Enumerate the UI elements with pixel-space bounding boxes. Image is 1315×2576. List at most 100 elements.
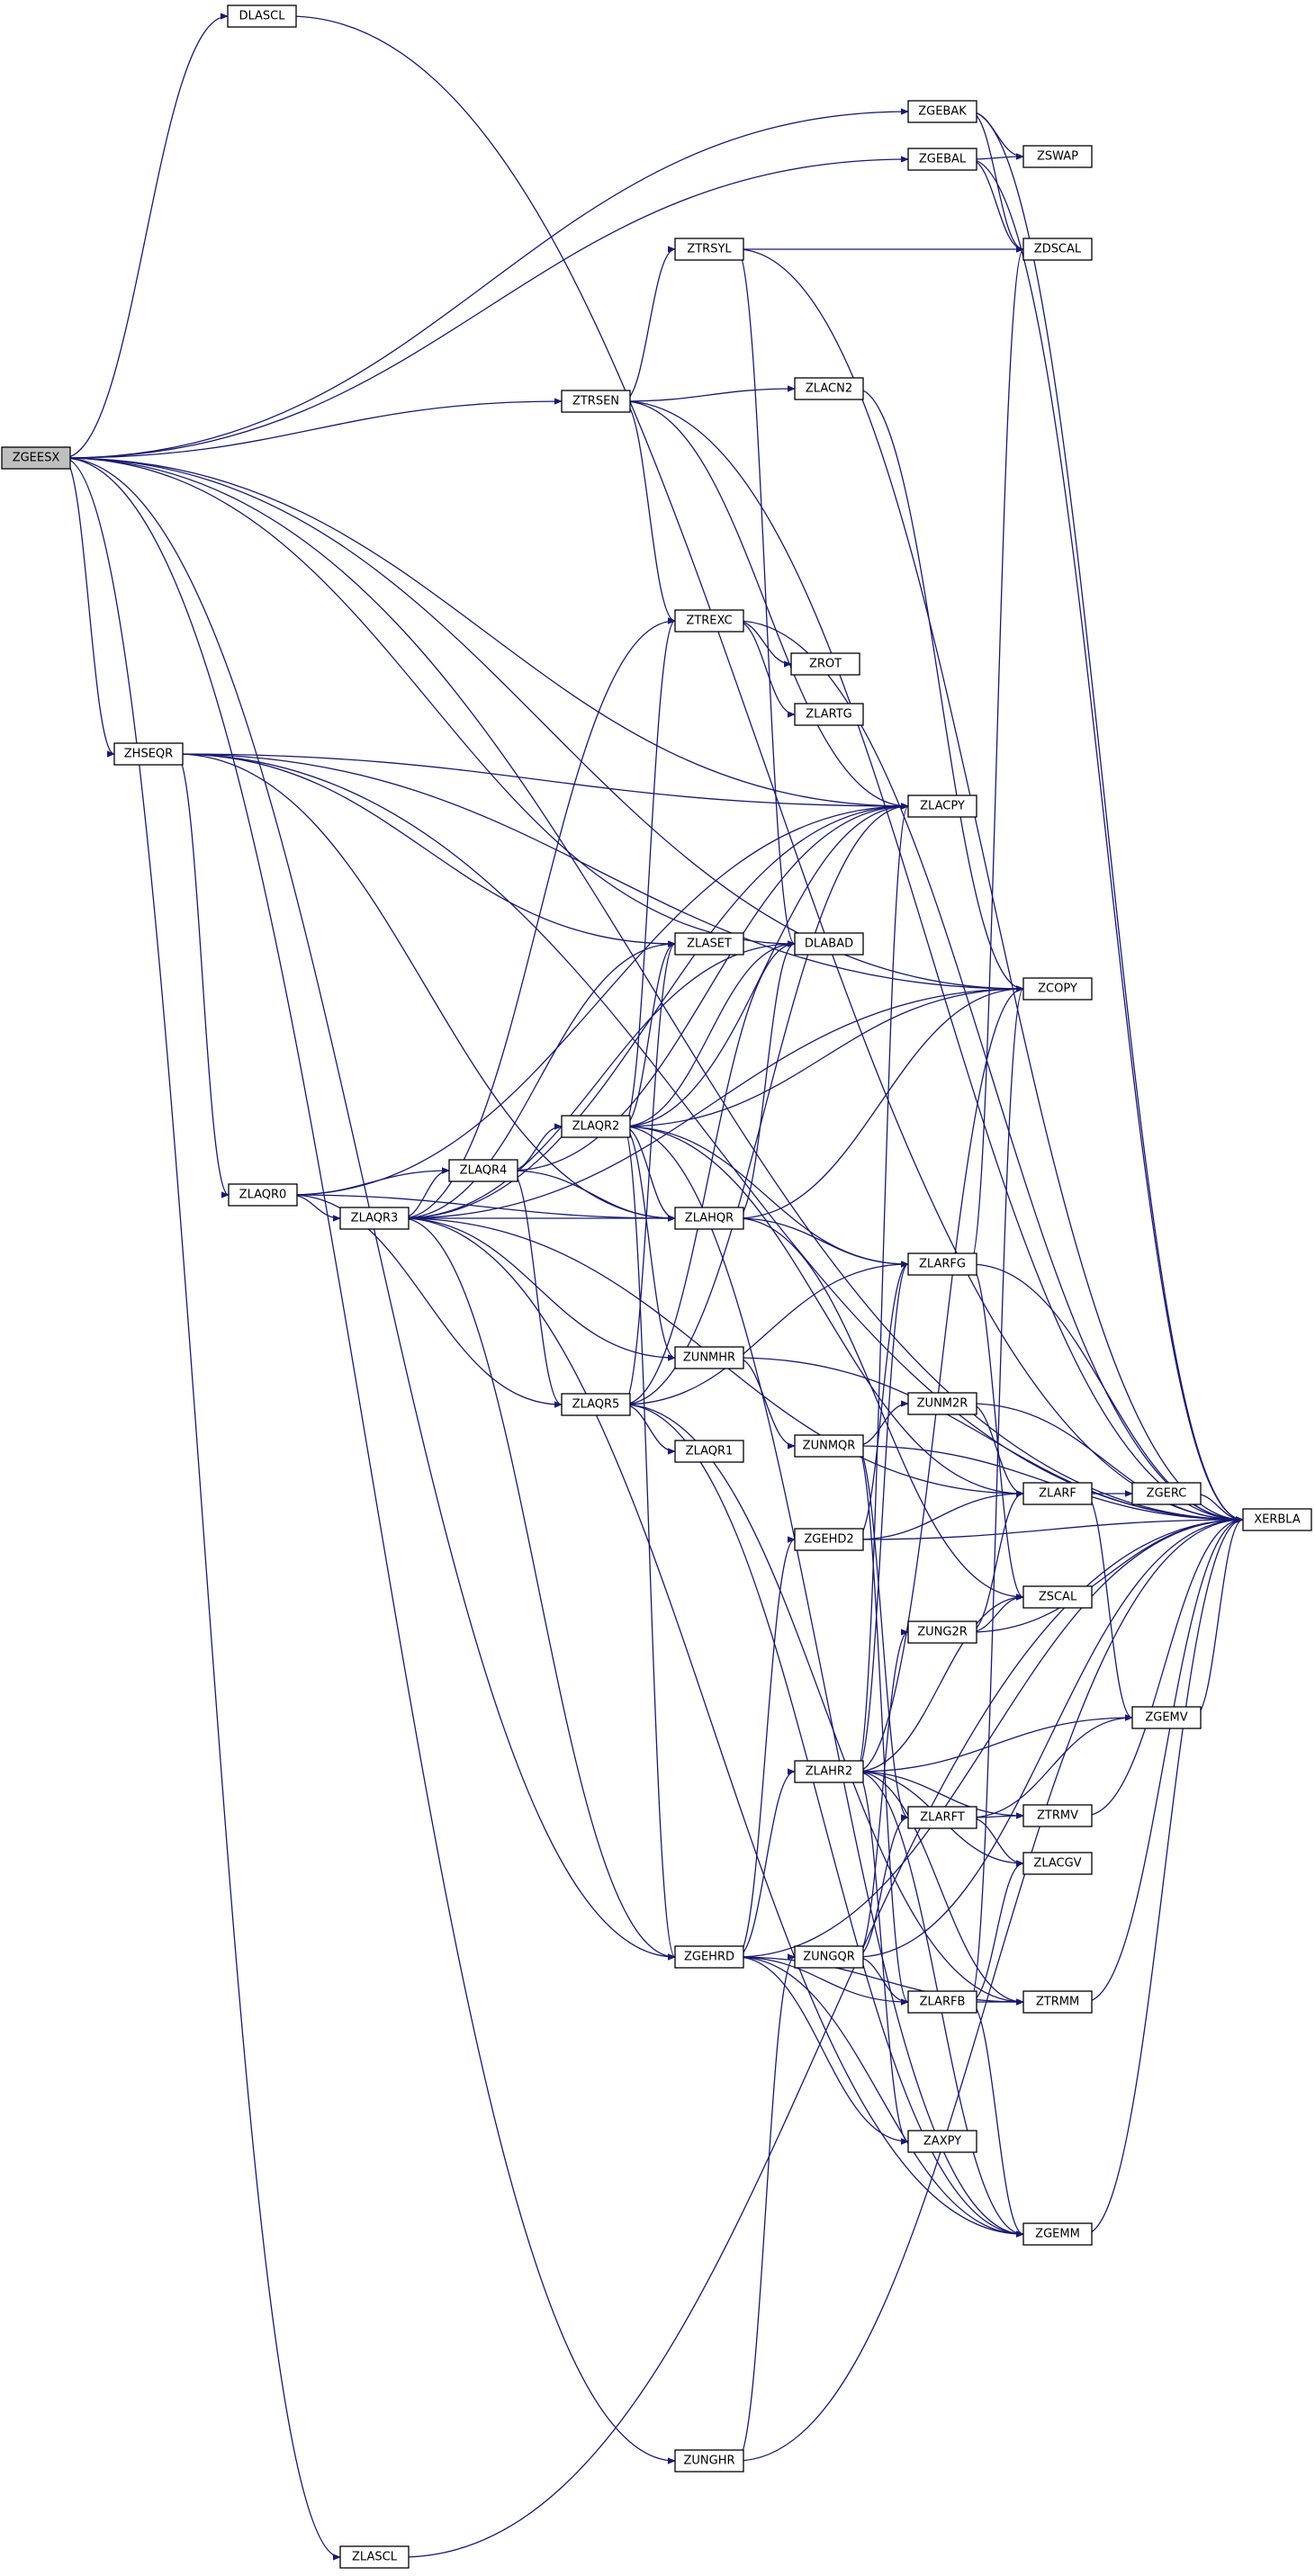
node-label-zlacn2: ZLACN2 — [806, 382, 852, 396]
node-box-zung2r — [907, 1620, 977, 1644]
node-label-zgemm: ZGEMM — [1035, 2228, 1080, 2241]
node-zunm2r[interactable]: ZUNM2R — [907, 1392, 977, 1415]
edge-ztrmv-to-xerbla — [1085, 1516, 1244, 1817]
node-zlarf[interactable]: ZLARF — [1022, 1482, 1093, 1505]
node-box-zgemv — [1131, 1706, 1202, 1729]
node-label-zscal: ZSCAL — [1039, 1591, 1077, 1604]
node-zlaqr3[interactable]: ZLAQR3 — [339, 1207, 410, 1230]
node-zlacn2[interactable]: ZLACN2 — [794, 377, 864, 400]
node-label-dlascl: DLASCL — [239, 10, 285, 23]
node-box-zlaqr5 — [561, 1393, 631, 1416]
node-zlacpy[interactable]: ZLACPY — [907, 794, 977, 818]
node-zlaqr5[interactable]: ZLAQR5 — [561, 1393, 631, 1416]
node-box-zscal — [1022, 1585, 1093, 1609]
node-zlarfb[interactable]: ZLARFB — [907, 1990, 977, 2014]
node-zlaqr4[interactable]: ZLAQR4 — [448, 1159, 518, 1182]
edge-zgehrd-to-ztrmm — [736, 1956, 1024, 2006]
node-zlaqr2[interactable]: ZLAQR2 — [561, 1115, 631, 1138]
node-label-zrot: ZROT — [809, 658, 842, 671]
edge-ztrsyl-to-dlabad — [735, 248, 796, 947]
node-ztrexc[interactable]: ZTREXC — [674, 609, 744, 633]
node-box-zaxpy — [907, 2130, 977, 2153]
node-zdscal[interactable]: ZDSCAL — [1022, 238, 1093, 261]
node-zlascl[interactable]: ZLASCL — [339, 2545, 410, 2569]
edge-zhseqr-to-xerbla — [176, 753, 1244, 1523]
node-label-zgeesx: ZGEESX — [13, 452, 60, 465]
node-zunghr[interactable]: ZUNGHR — [674, 2449, 744, 2473]
node-box-zlaqr4 — [448, 1159, 518, 1182]
node-label-zswap: ZSWAP — [1037, 150, 1078, 164]
node-dlascl[interactable]: DLASCL — [227, 4, 297, 28]
node-zhseqr[interactable]: ZHSEQR — [113, 742, 184, 766]
node-zcopy[interactable]: ZCOPY — [1022, 977, 1093, 1001]
edge-ztrexc-to-zrot — [736, 620, 792, 668]
node-zrot[interactable]: ZROT — [790, 652, 860, 676]
edge-zunmhr-to-xerbla — [736, 1357, 1244, 1523]
node-label-zlaqr2: ZLAQR2 — [572, 1120, 620, 1134]
node-label-ztrexc: ZTREXC — [686, 615, 732, 628]
node-ztrmm[interactable]: ZTRMM — [1022, 1990, 1093, 2014]
node-zgebak[interactable]: ZGEBAK — [907, 100, 977, 123]
node-zunmhr[interactable]: ZUNMHR — [674, 1346, 744, 1369]
node-zlaqr1[interactable]: ZLAQR1 — [674, 1440, 744, 1463]
edge-zgehrd-to-zgemm — [736, 1956, 1024, 2238]
node-zgerc[interactable]: ZGERC — [1131, 1482, 1202, 1505]
edge-zunmhr-to-zunmqr — [736, 1357, 796, 1450]
node-label-zlaqr1: ZLAQR1 — [686, 1445, 734, 1459]
node-zgehd2[interactable]: ZGEHD2 — [794, 1528, 864, 1551]
edge-zlaqr3-to-zunmhr — [401, 1217, 676, 1361]
node-zgemm[interactable]: ZGEMM — [1022, 2222, 1093, 2246]
node-ztrmv[interactable]: ZTRMV — [1022, 1804, 1093, 1827]
node-zunmqr[interactable]: ZUNMQR — [794, 1434, 864, 1458]
edge-zlahr2-to-zscal — [856, 1593, 1024, 1773]
edge-zlarfb-to-zgemm — [969, 2001, 1024, 2238]
node-label-zlaqr0: ZLAQR0 — [239, 1189, 287, 1202]
edge-zlaqr0-to-zlahqr — [290, 1194, 676, 1222]
edge-zgemm-to-xerbla — [1085, 1516, 1244, 2235]
node-zgehrd[interactable]: ZGEHRD — [674, 1945, 744, 1969]
node-zswap[interactable]: ZSWAP — [1022, 145, 1093, 168]
node-xerbla[interactable]: XERBLA — [1242, 1508, 1312, 1531]
edge-zunm2r-to-zlarf — [969, 1403, 1024, 1497]
edge-zlaqr0-to-zlaqr4 — [290, 1167, 450, 1196]
node-dlabad[interactable]: DLABAD — [794, 932, 864, 956]
node-ztrsyl[interactable]: ZTRSYL — [674, 238, 744, 261]
edge-zlaqr4-to-zlahqr — [510, 1170, 676, 1222]
node-ztrsen[interactable]: ZTRSEN — [561, 390, 631, 413]
node-zlarfg[interactable]: ZLARFG — [907, 1252, 977, 1276]
node-label-zgehrd: ZGEHRD — [684, 1951, 734, 1964]
edge-ztrexc-to-zlartg — [736, 620, 796, 718]
node-label-zlarfb: ZLARFB — [920, 1996, 966, 2009]
node-zlartg[interactable]: ZLARTG — [794, 703, 864, 726]
node-zlaqr0[interactable]: ZLAQR0 — [228, 1183, 298, 1207]
edge-zgeesx-to-dlabad — [63, 457, 796, 947]
node-box-zgeesx — [1, 446, 71, 470]
node-label-zlaqr4: ZLAQR4 — [460, 1164, 508, 1178]
node-box-zrot — [790, 652, 860, 676]
node-box-ztrexc — [674, 609, 744, 633]
edges-layer — [63, 13, 1244, 2561]
node-zaxpy[interactable]: ZAXPY — [907, 2130, 977, 2153]
node-zscal[interactable]: ZSCAL — [1022, 1585, 1093, 1609]
node-zgemv[interactable]: ZGEMV — [1131, 1706, 1202, 1729]
node-label-zhseqr: ZHSEQR — [124, 748, 173, 761]
node-zlarft[interactable]: ZLARFT — [907, 1806, 977, 1829]
node-zgebal[interactable]: ZGEBAL — [907, 148, 977, 171]
edge-zlaqr2-to-dlabad — [623, 940, 796, 1127]
edge-zhseqr-to-zcopy — [176, 753, 1024, 992]
node-box-ztrmv — [1022, 1804, 1093, 1827]
node-zlacgv[interactable]: ZLACGV — [1022, 1852, 1093, 1875]
node-zungqr[interactable]: ZUNGQR — [794, 1945, 864, 1969]
node-box-zgemm — [1022, 2222, 1093, 2246]
node-zlahr2[interactable]: ZLAHR2 — [794, 1760, 864, 1783]
node-box-zdscal — [1022, 238, 1093, 261]
edge-zlaqr3-to-zlaset — [401, 940, 676, 1219]
node-label-zlahqr: ZLAHQR — [685, 1212, 734, 1225]
node-zgeesx[interactable]: ZGEESX — [1, 446, 71, 470]
edge-zunghr-to-xerbla — [736, 1516, 1244, 2462]
edge-zlahqr-to-zscal — [736, 1217, 1024, 1601]
node-box-zgebal — [907, 148, 977, 171]
node-zlaset[interactable]: ZLASET — [674, 932, 744, 956]
node-zung2r[interactable]: ZUNG2R — [907, 1620, 977, 1644]
node-zlahqr[interactable]: ZLAHQR — [674, 1207, 744, 1230]
